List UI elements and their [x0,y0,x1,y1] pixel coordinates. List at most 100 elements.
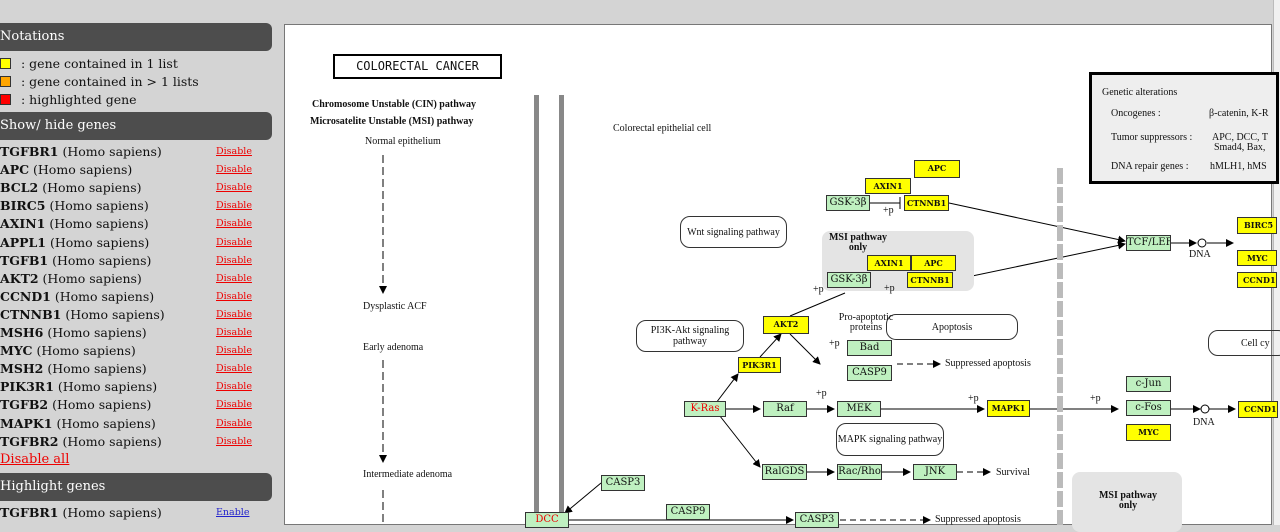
mapk-pathway-link[interactable]: MAPK signaling pathway [836,423,944,456]
gene-ctnnb1[interactable]: CTNNB1 [907,272,953,288]
msi-only-label: MSI pathway only [1098,490,1158,511]
gene-casp9[interactable]: CASP9 [847,365,892,381]
gene-mek[interactable]: MEK [837,401,881,417]
gene-species: (Homo sapiens) [47,325,147,340]
disable-link[interactable]: Disable [216,218,252,230]
cell-cycle-link[interactable]: Cell cy [1208,330,1280,356]
disable-link[interactable]: Disable [216,399,252,411]
cell-label: Colorectal epithelial cell [613,123,712,134]
gene-ralgds[interactable]: RalGDS [762,464,807,480]
gene-species: (Homo sapiens) [65,306,165,322]
disable-all-link[interactable]: Disable all [0,452,70,467]
gene-symbol: TGFB1 [0,252,49,268]
gene-symbol: AKT2 [0,270,39,286]
dna-repair-label: DNA repair genes : [1111,161,1189,172]
disable-link[interactable]: Disable [216,435,252,447]
gene-axin1[interactable]: AXIN1 [867,255,911,271]
legend-label: : gene contained in > 1 lists [21,74,199,89]
disable-link[interactable]: Disable [216,200,252,212]
gene-row: AXIN1 (Homo sapiens)Disable [0,216,252,234]
gene-species: (Homo sapiens) [49,216,149,232]
gene-dcc[interactable]: DCC [525,512,569,528]
disable-link[interactable]: Disable [216,290,252,302]
gene-apc[interactable]: APC [911,255,956,271]
phospho-label: +p [968,393,979,404]
gene-species: (Homo sapiens) [52,397,152,413]
phospho-label: +p [1090,393,1101,404]
gene-symbol: BCL2 [0,180,39,196]
wnt-pathway-link[interactable]: Wnt signaling pathway [680,216,787,248]
gene-bad[interactable]: Bad [847,340,892,356]
gene-row: MSH2 (Homo sapiens)Disable [0,361,252,379]
gene-ctnnb1[interactable]: CTNNB1 [904,195,949,211]
stage-label: Dysplastic ACF [363,301,427,312]
disable-link[interactable]: Disable [216,327,252,338]
tumor-suppressors-value: APC, DCC, T [1212,132,1268,143]
disable-link[interactable]: Disable [216,182,252,194]
phospho-label: +p [884,283,895,294]
disable-link[interactable]: Disable [216,417,252,429]
gene-myc[interactable]: MYC [1237,250,1277,266]
gene-species: (Homo sapiens) [52,252,152,268]
disable-link[interactable]: Disable [216,254,252,266]
phospho-label: +p [829,338,840,349]
pro-apoptotic-label: Pro-apoptotic proteins [838,312,894,333]
gene-c-jun[interactable]: c-Jun [1126,376,1171,392]
gene-raf[interactable]: Raf [763,401,807,417]
gene-casp9[interactable]: CASP9 [666,504,710,520]
gene-apc[interactable]: APC [914,160,960,178]
gene-axin1[interactable]: AXIN1 [865,178,911,194]
gene-symbol: TGFBR1 [0,144,59,159]
gene-species: (Homo sapiens) [42,270,142,286]
red-swatch-icon [0,94,11,105]
gene-species: (Homo sapiens) [62,505,162,520]
gene-gsk3b[interactable]: GSK-3β [826,195,870,211]
gene-c-fos[interactable]: c-Fos [1126,400,1171,416]
gene-casp3[interactable]: CASP3 [795,512,839,528]
gene-birc5[interactable]: BIRC5 [1237,217,1277,234]
sidebar: Notations : gene contained in 1 list : g… [0,0,276,525]
gene-symbol: TGFBR2 [0,433,59,449]
gene-row: AKT2 (Homo sapiens) Disable [0,270,252,289]
gene-kras[interactable]: K-Ras [684,401,726,417]
gene-row: TGFB1 (Homo sapiens) Disable [0,252,252,271]
gene-rac-rho[interactable]: Rac/Rho [837,464,882,480]
gene-ccnd1[interactable]: CCND1 [1237,272,1277,288]
suppressed-apoptosis-label: Suppressed apoptosis [935,514,1021,525]
phospho-label: +p [813,284,824,295]
genetic-title: Genetic alterations [1102,87,1178,98]
tumor-suppressors-label: Tumor suppressors : [1111,132,1193,143]
stage-label: Intermediate adenoma [363,469,453,480]
gene-row: BCL2 (Homo sapiens)Disable [0,180,252,198]
disable-link[interactable]: Disable [216,345,252,357]
gene-mapk1[interactable]: MAPK1 [987,400,1030,417]
gene-jnk[interactable]: JNK [913,464,957,480]
legend-item: : gene contained in 1 list [0,56,178,71]
gene-row: APC (Homo sapiens)Disable [0,162,252,180]
apoptosis-link[interactable]: Apoptosis [886,314,1018,340]
disable-link[interactable]: Disable [216,363,252,375]
gene-species: (Homo sapiens) [57,379,158,395]
disable-link[interactable]: Disable [216,308,252,320]
gene-species: (Homo sapiens) [49,198,149,214]
disable-link[interactable]: Disable [216,272,252,284]
gene-species: (Homo sapiens) [49,234,150,250]
diagram-title: COLORECTAL CANCER [333,54,502,79]
gene-akt2[interactable]: AKT2 [763,316,809,334]
pi3k-akt-pathway-link[interactable]: PI3K-Akt signaling pathway [636,320,744,352]
gene-pik3r1[interactable]: PIK3R1 [738,357,781,373]
disable-link[interactable]: Disable [216,146,252,157]
gene-symbol: MSH2 [0,361,44,377]
disable-link[interactable]: Disable [216,236,252,248]
disable-link[interactable]: Disable [216,164,252,176]
gene-myc[interactable]: MYC [1126,424,1171,441]
msi-label: Microsatelite Unstable (MSI) pathway [310,116,474,127]
gene-ccnd1[interactable]: CCND1 [1238,401,1278,418]
gene-gsk3b[interactable]: GSK-3β [827,272,871,288]
gene-casp3[interactable]: CASP3 [601,475,645,491]
tumor-suppressors-value: Smad4, Bax, [1214,142,1266,153]
gene-tcf-lef[interactable]: TCF/LEF [1126,235,1171,251]
enable-link[interactable]: Enable [216,507,250,518]
notations-header: Notations [0,23,272,51]
disable-link[interactable]: Disable [216,381,252,393]
